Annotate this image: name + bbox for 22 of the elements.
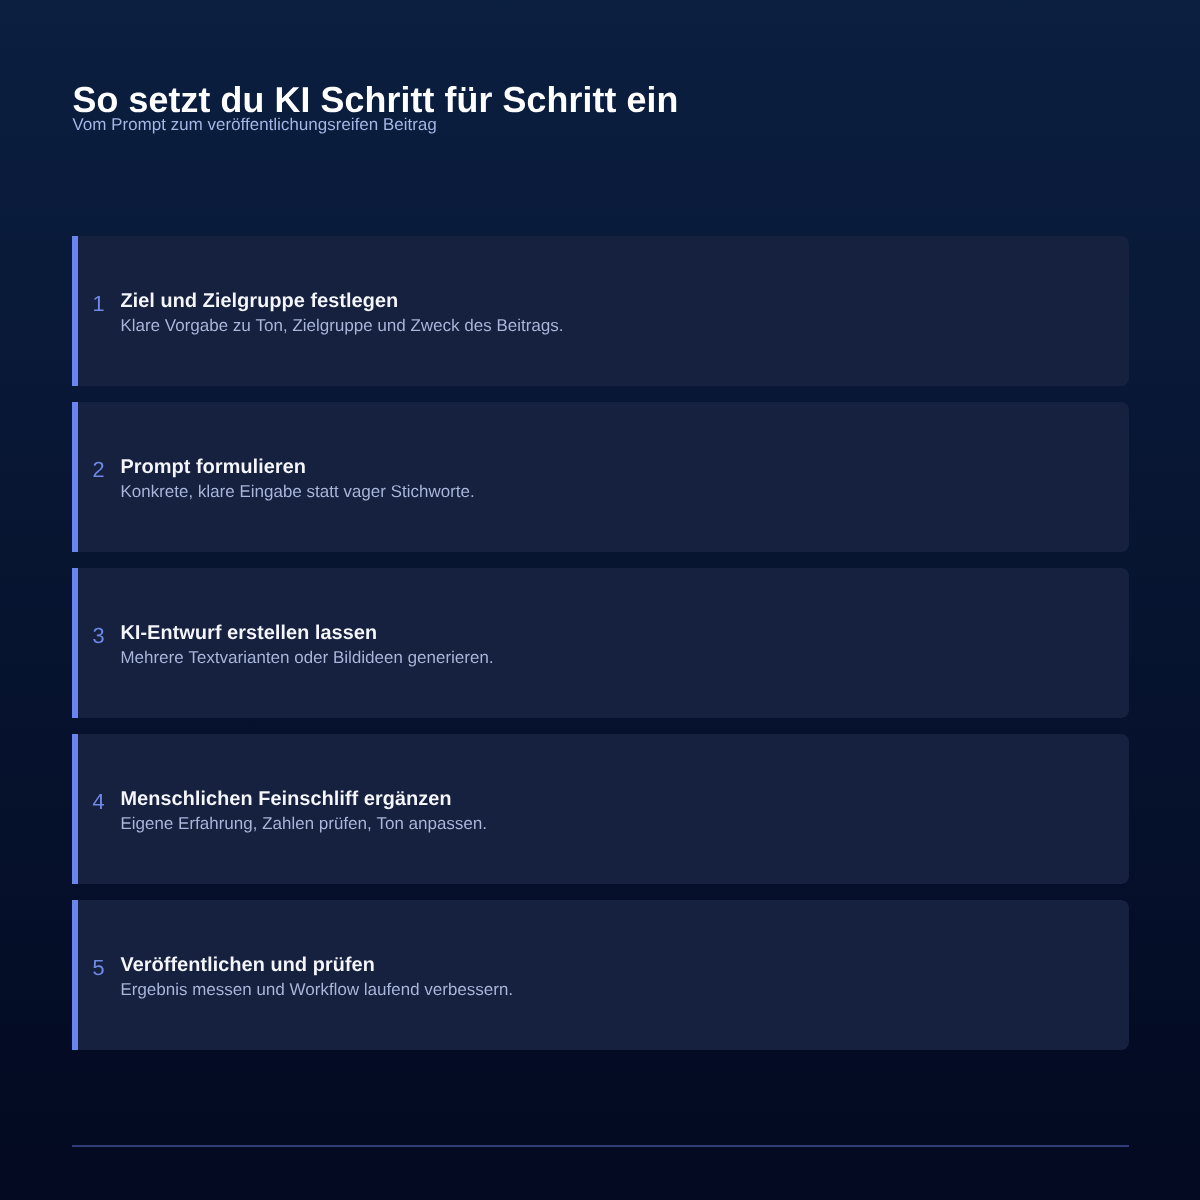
step-description: Klare Vorgabe zu Ton, Zielgruppe und Zweck des Beitrags. — [121, 318, 562, 335]
step-title: Veröffentlichen und prüfen — [120, 956, 374, 976]
step-number: 4 — [92, 793, 104, 809]
step-number: 1 — [94, 295, 104, 311]
step-card — [72, 568, 1129, 718]
step-card — [72, 734, 1129, 884]
title: So setzt du KI Schritt für Schritt ein — [73, 85, 677, 113]
step-description: Mehrere Textvarianten oder Bildideen generieren. — [121, 650, 493, 667]
step-description: Eigene Erfahrung, Zahlen prüfen, Ton anpassen. — [121, 816, 486, 833]
step-card — [72, 236, 1129, 386]
subtitle: Vom Prompt zum veröffentlichungsreifen Beitrag — [72, 117, 436, 134]
step-title: Ziel und Zielgruppe festlegen — [121, 292, 397, 312]
step-description: Konkrete, klare Eingabe statt vager Stichworte. — [121, 484, 474, 501]
step-card — [72, 402, 1129, 552]
step-title: KI-Entwurf erstellen lassen — [121, 624, 376, 640]
step-card — [72, 900, 1129, 1050]
step-title: Prompt formulieren — [121, 458, 305, 478]
step-number: 5 — [93, 959, 104, 976]
step-number: 3 — [93, 627, 104, 644]
step-title: Menschlichen Feinschliff ergänzen — [121, 790, 451, 810]
step-number: 2 — [93, 461, 104, 477]
step-description: Ergebnis messen und Workflow laufend verbessern. — [121, 982, 512, 999]
